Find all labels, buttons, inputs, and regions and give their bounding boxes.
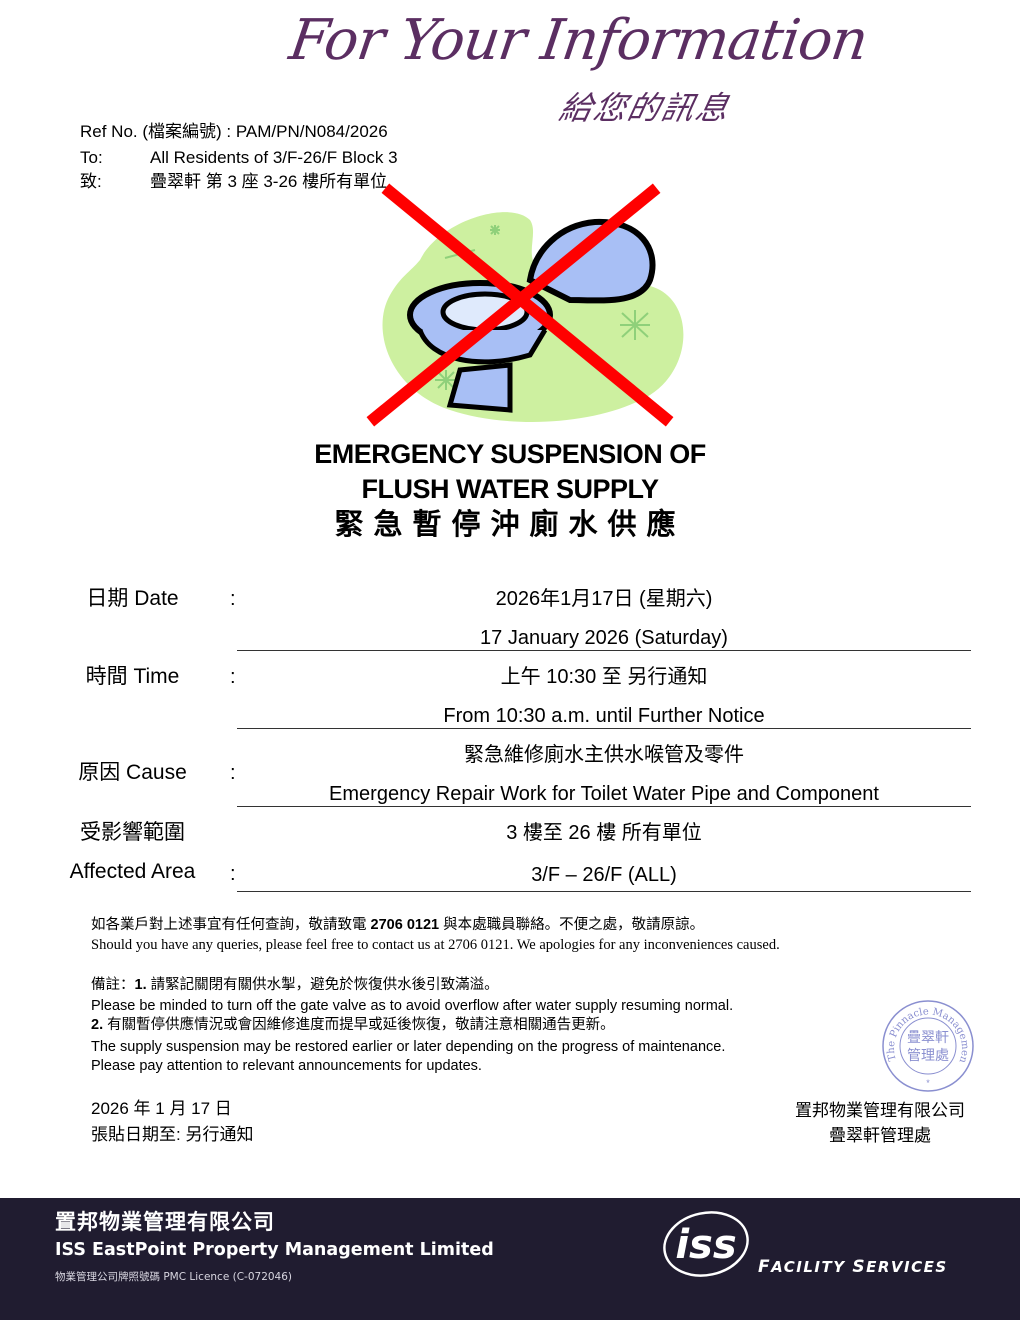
svg-text:*: * [926,1078,930,1088]
divider [237,650,971,651]
footer-company-en: ISS EastPoint Property Management Limite… [55,1240,494,1260]
footer-licence: 物業管理公司牌照號碼 PMC Licence (C-072046) [55,1271,293,1283]
svg-text:iss: iss [675,1222,736,1268]
cause-value-en: Emergency Repair Work for Toilet Water P… [329,783,879,805]
affected-area-label-en: Affected Area [69,860,196,883]
ref-value: PAM/PN/N084/2026 [235,122,388,141]
time-label: 時間 Time [85,665,180,688]
to-label-en: To: [80,148,103,167]
date-colon: : [230,588,236,610]
issue-date: 2026 年 1 月 17 日 [91,1099,232,1118]
ref-label: Ref No. (檔案編號) : [80,122,232,141]
date-label: 日期 Date [86,587,179,610]
area-colon: : [230,863,236,885]
to-value-zh: 疊翠軒 第 3 座 3-26 樓所有單位 [150,172,388,191]
notice-title-zh: 緊急暫停沖廁水供應 [334,509,686,541]
footer-banner [0,1198,1020,1320]
signature-company: 置邦物業管理有限公司 [795,1101,965,1120]
to-value-en: All Residents of 3/F-26/F Block 3 [150,148,398,167]
remark-2-en-line2: Please pay attention to relevant announc… [91,1058,482,1074]
contact-phone: 2706 0121 [370,917,440,933]
cause-label: 原因 Cause [78,761,187,784]
area-value-en: 3/F – 26/F (ALL) [531,864,677,886]
footer-company-zh: 置邦物業管理有限公司 [55,1211,275,1234]
remark-1-en: Please be minded to turn off the gate va… [91,998,734,1014]
date-value-zh: 2026年1月17日 (星期六) [495,588,713,610]
posted-until: 張貼日期至: 另行通知 [91,1125,254,1144]
svg-text:疊翠軒: 疊翠軒 [907,1029,949,1045]
recipient-zh: 致: 疊翠軒 第 3 座 3-26 樓所有單位 [80,171,387,193]
signature-office: 疊翠軒管理處 [829,1126,931,1145]
contact-note-zh: 如各業戶對上述事宜有任何查詢，敬請致電 2706 0121 與本處職員聯絡。不便… [91,917,705,933]
time-value-en: From 10:30 a.m. until Further Notice [443,705,765,727]
divider [237,891,971,892]
reference-number: Ref No. (檔案編號) : PAM/PN/N084/2026 [80,122,388,142]
area-value-zh: 3 樓至 26 樓 所有單位 [506,822,702,844]
remark-1-zh: 備註：1. 請緊記關閉有關供水掣，避免於恢復供水後引致滿溢。 [91,977,499,993]
for-your-information-script: For Your Information [285,8,872,73]
divider [237,806,971,807]
date-value-en: 17 January 2026 (Saturday) [480,627,728,649]
notice-title-en-line1: EMERGENCY SUSPENSION OF [314,439,706,469]
for-your-information-zh-script: 給您的訊息 [555,89,735,127]
no-toilet-flush-icon [360,180,700,430]
remark-2-en-line1: The supply suspension may be restored ea… [91,1039,726,1055]
svg-text:管理處: 管理處 [907,1047,949,1063]
management-office-stamp: The Pinnacle Management Office 疊翠軒 管理處 * [876,990,976,1094]
time-colon: : [230,666,236,688]
notice-title-en-line2: FLUSH WATER SUPPLY [361,474,659,504]
facility-services-tagline: FACILITY SERVICES [758,1257,948,1277]
remark-2-zh: 2. 有關暫停供應情況或會因維修進度而提早或延後恢復，敬請注意相關通告更新。 [91,1017,615,1033]
cause-value-zh: 緊急維修廁水主供水喉管及零件 [464,744,744,766]
iss-logo-icon: iss [660,1208,760,1278]
to-label-zh: 致: [80,172,102,191]
cause-colon: : [230,762,236,784]
divider [237,728,971,729]
recipient-en: To: All Residents of 3/F-26/F Block 3 [80,147,398,169]
time-value-zh: 上午 10:30 至 另行通知 [500,666,708,688]
contact-note-en: Should you have any queries, please feel… [91,937,780,953]
affected-area-label-zh: 受影響範圍 [80,821,185,844]
